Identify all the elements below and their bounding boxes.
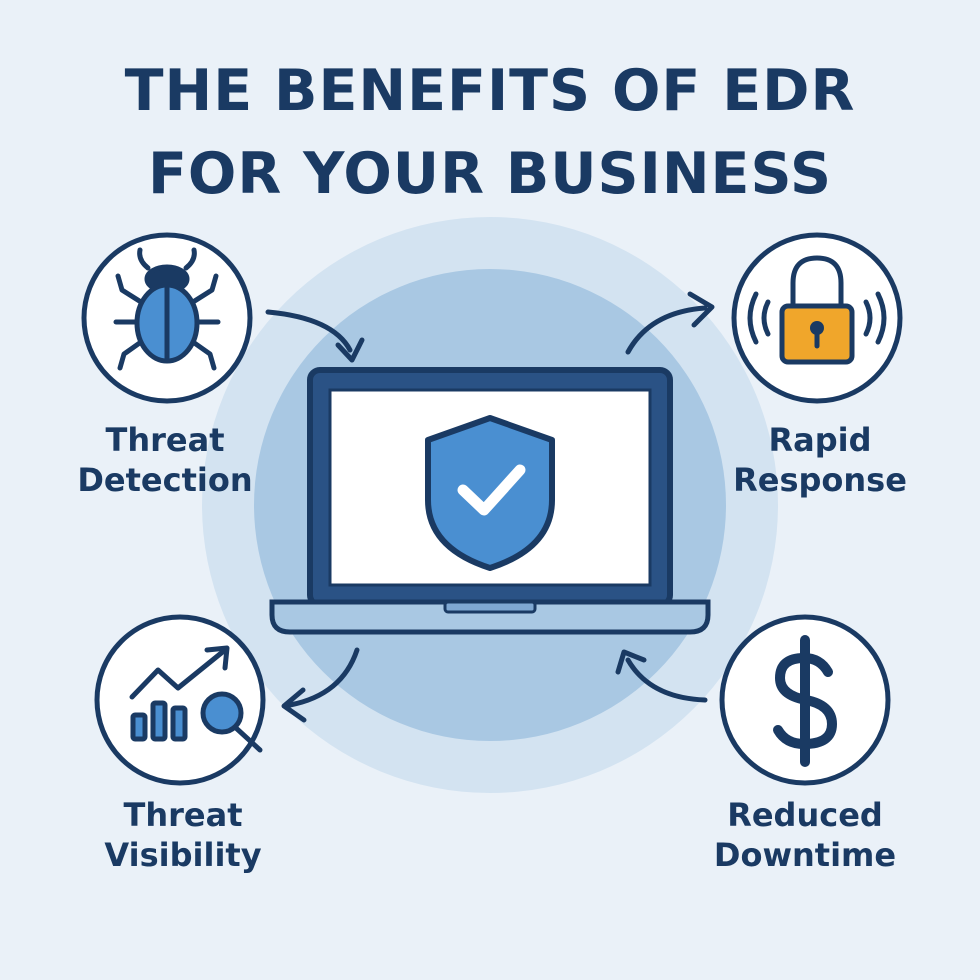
- benefit-rapid-response: [731, 232, 903, 404]
- checkmark-icon: [457, 464, 526, 516]
- dollar-icon: [773, 635, 837, 767]
- page-title: THE BENEFITS OF EDR FOR YOUR BUSINESS: [0, 50, 980, 216]
- laptop-base: [269, 599, 711, 635]
- label-line-2: Detection: [77, 461, 253, 499]
- shield-icon: [425, 415, 555, 571]
- benefit-label-reduced-downtime: Reduced Downtime: [685, 795, 925, 875]
- signal-waves-icon: [747, 291, 887, 345]
- arrow-laptop-to-response: [625, 291, 715, 355]
- arrow-laptop-to-visibility: [281, 647, 360, 723]
- bug-icon: [113, 247, 221, 371]
- benefit-label-threat-detection: Threat Detection: [45, 420, 285, 500]
- label-line-2: Visibility: [104, 836, 262, 874]
- label-line-2: Response: [733, 461, 907, 499]
- laptop-shield-check-icon: [269, 367, 711, 635]
- label-line-1: Rapid: [768, 421, 872, 459]
- benefit-threat-detection: [81, 232, 253, 404]
- benefit-label-threat-visibility: Threat Visibility: [63, 795, 303, 875]
- benefit-label-rapid-response: Rapid Response: [700, 420, 940, 500]
- title-line-2: FOR YOUR BUSINESS: [147, 141, 833, 207]
- label-line-1: Reduced: [727, 796, 883, 834]
- laptop-notch: [443, 600, 537, 614]
- title-line-1: THE BENEFITS OF EDR: [124, 58, 856, 124]
- connectors: [265, 291, 715, 723]
- label-line-1: Threat: [105, 421, 225, 459]
- benefit-reduced-downtime: [719, 614, 891, 786]
- arrow-detection-to-laptop: [265, 309, 365, 363]
- benefit-threat-visibility: [94, 614, 266, 786]
- label-line-2: Downtime: [713, 836, 897, 874]
- padlock-icon: [747, 255, 887, 365]
- arrow-downtime-to-laptop: [615, 649, 708, 703]
- chart-magnifier-icon: [129, 645, 263, 753]
- label-line-1: Threat: [123, 796, 243, 834]
